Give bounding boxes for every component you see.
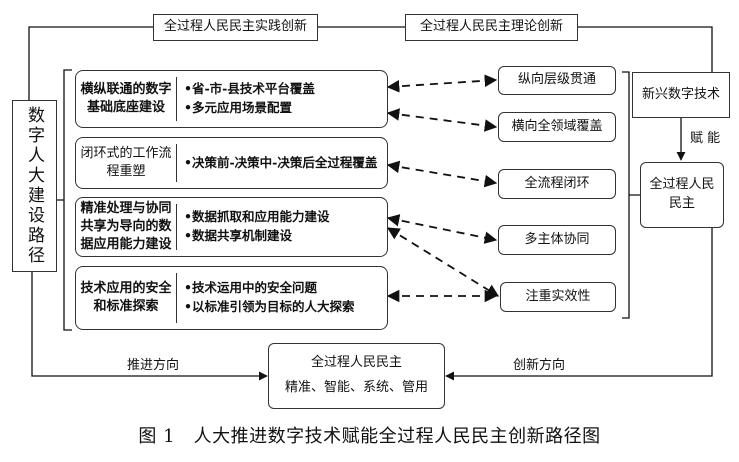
left-bracket: [57, 69, 72, 331]
row-divider: [176, 204, 177, 250]
theory-innovation-box: 全过程人民民主理论创新: [405, 14, 578, 41]
row-title: 技术应用的安全和标准探索: [80, 280, 172, 314]
empower-label: 赋 能: [690, 131, 721, 146]
bottom-goal-box: 全过程人民民主 精准、智能、系统、管用: [268, 343, 445, 409]
link-row3-effect4: [386, 214, 498, 244]
link-row3-effect5: [386, 227, 500, 297]
row-security-standards: 技术应用的安全和标准探索 •技术运用中的安全问题 •以标准引领为目标的人大探索: [75, 266, 388, 330]
link-row1-effect1: [386, 74, 498, 93]
row-detail-item: •多元应用场景配置: [184, 100, 292, 115]
whole-process-democracy-box: 全过程人民民主: [640, 162, 724, 228]
advance-direction-label: 推进方向: [127, 358, 180, 373]
effect-full-process-loop: 全流程闭环: [498, 169, 616, 199]
row-detail: •省-市-县技术平台覆盖 •多元应用场景配置: [184, 71, 383, 127]
whole-process-democracy-label: 全过程人民民主: [649, 177, 715, 211]
bottom-goal-title: 全过程人民民主: [310, 355, 402, 371]
row-title: 横纵联通的数字基础底座建设: [80, 81, 172, 115]
row-detail: •技术运用中的安全问题 •以标准引领为目标的人大探索: [184, 267, 383, 329]
row-digital-base: 横纵联通的数字基础底座建设 •省-市-县技术平台覆盖 •多元应用场景配置: [75, 70, 388, 128]
outer-top-right-line: [578, 26, 713, 72]
link-row1-effect2: [386, 108, 498, 132]
path-title-box: 数字人大建设路径: [12, 100, 57, 272]
row-title: 精准处理与协同共享为导向的数据应用能力建设: [80, 200, 172, 253]
row-detail-item: •数据共享机制建设: [184, 228, 292, 243]
effect-vertical-connection: 纵向层级贯通: [498, 66, 616, 95]
innovation-direction-line: [445, 228, 713, 381]
row-data-capability: 精准处理与协同共享为导向的数据应用能力建设 •数据抓取和应用能力建设 •数据共享…: [75, 197, 388, 257]
row-detail-item: •省-市-县技术平台覆盖: [184, 81, 315, 97]
effect-horizontal-coverage: 横向全领域覆盖: [498, 112, 616, 142]
emerging-tech-box: 新兴数字技术: [632, 72, 730, 118]
row-divider: [176, 144, 177, 182]
link-row2-effect3: [386, 160, 498, 188]
bottom-goal-subtitle: 精准、智能、系统、管用: [284, 380, 428, 395]
row-detail-item: •技术运用中的安全问题: [184, 280, 317, 296]
practice-innovation-box: 全过程人民民主实践创新: [153, 14, 318, 41]
outer-top-left-line: [28, 26, 153, 100]
effect-multi-subject: 多主体协同: [498, 225, 616, 255]
figure-caption: 图 1 人大推进数字技术赋能全过程人民民主创新路径图: [138, 426, 601, 447]
advance-direction-line: [31, 272, 268, 381]
row-detail: •决策前-决策中-决策后全过程覆盖: [184, 138, 383, 188]
row-title: 闭环式的工作流程重塑: [80, 145, 172, 179]
row-divider: [176, 273, 177, 323]
innovation-direction-label: 创新方向: [513, 358, 566, 373]
effect-effectiveness: 注重实效性: [500, 282, 616, 312]
row-detail: •数据抓取和应用能力建设 •数据共享机制建设: [184, 198, 383, 256]
row-closed-loop: 闭环式的工作流程重塑 •决策前-决策中-决策后全过程覆盖: [75, 137, 388, 189]
row-detail-item: •以标准引领为目标的人大探索: [184, 299, 355, 314]
right-bracket: [622, 71, 640, 319]
row-detail-item: •决策前-决策中-决策后全过程覆盖: [184, 154, 378, 170]
row-divider: [176, 77, 177, 121]
row-detail-item: •数据抓取和应用能力建设: [184, 209, 330, 225]
